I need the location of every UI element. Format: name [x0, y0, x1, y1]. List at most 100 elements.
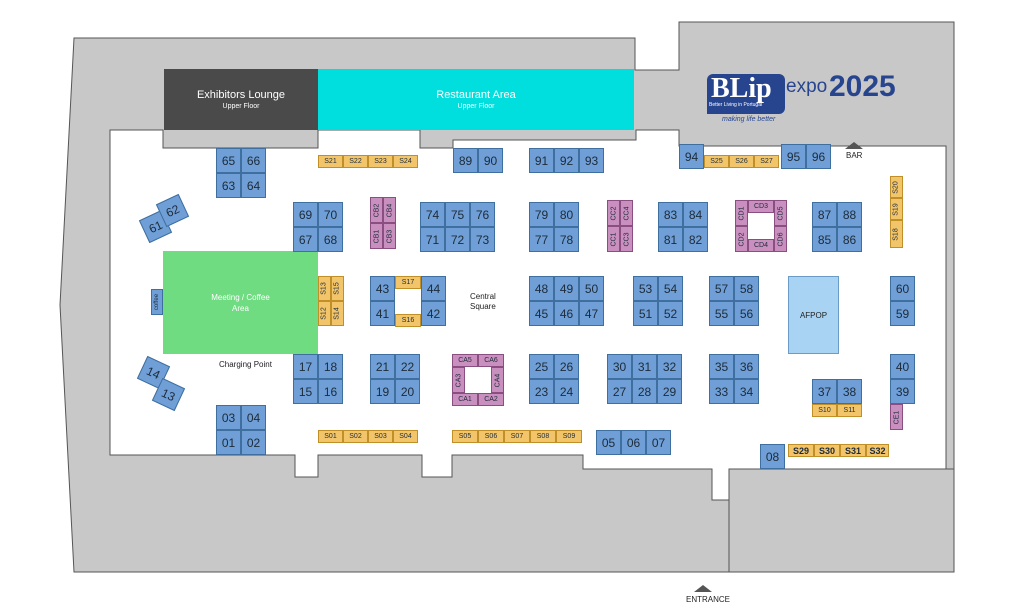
small-booth-s02[interactable]: S02 — [343, 430, 368, 443]
small-booth-s21[interactable]: S21 — [318, 155, 343, 168]
booth-08[interactable]: 08 — [760, 444, 785, 469]
club-booth-cd6[interactable]: CD6 — [774, 226, 787, 252]
booth-29[interactable]: 29 — [657, 379, 682, 404]
booth-64[interactable]: 64 — [241, 173, 266, 198]
club-booth-cc3[interactable]: CC3 — [620, 226, 633, 252]
booth-41[interactable]: 41 — [370, 301, 395, 326]
small-booth-s16[interactable]: S16 — [395, 314, 421, 327]
club-booth-ca2[interactable]: CA2 — [478, 393, 504, 406]
booth-95[interactable]: 95 — [781, 144, 806, 169]
booth-59[interactable]: 59 — [890, 301, 915, 326]
booth-53[interactable]: 53 — [633, 276, 658, 301]
booth-50[interactable]: 50 — [579, 276, 604, 301]
club-booth-cd3[interactable]: CD3 — [748, 200, 774, 213]
booth-30[interactable]: 30 — [607, 354, 632, 379]
club-booth-cb4[interactable]: CB4 — [383, 197, 396, 223]
booth-25[interactable]: 25 — [529, 354, 554, 379]
booth-74[interactable]: 74 — [420, 202, 445, 227]
coffee-booth[interactable]: coffee — [151, 289, 163, 315]
booth-85[interactable]: 85 — [812, 227, 837, 252]
booth-32[interactable]: 32 — [657, 354, 682, 379]
booth-90[interactable]: 90 — [478, 148, 503, 173]
booth-35[interactable]: 35 — [709, 354, 734, 379]
club-booth-cd5[interactable]: CD5 — [774, 200, 787, 226]
small-booth-s15[interactable]: S15 — [331, 276, 344, 301]
booth-01[interactable]: 01 — [216, 430, 241, 455]
small-booth-s30[interactable]: S30 — [814, 444, 840, 457]
small-booth-s22[interactable]: S22 — [343, 155, 368, 168]
booth-87[interactable]: 87 — [812, 202, 837, 227]
small-booth-s11[interactable]: S11 — [837, 404, 862, 417]
booth-52[interactable]: 52 — [658, 301, 683, 326]
booth-22[interactable]: 22 — [395, 354, 420, 379]
small-booth-s13[interactable]: S13 — [318, 276, 331, 301]
booth-81[interactable]: 81 — [658, 227, 683, 252]
booth-93[interactable]: 93 — [579, 148, 604, 173]
booth-17[interactable]: 17 — [293, 354, 318, 379]
club-booth-cb3[interactable]: CB3 — [383, 223, 396, 249]
booth-80[interactable]: 80 — [554, 202, 579, 227]
small-booth-s07[interactable]: S07 — [504, 430, 530, 443]
booth-89[interactable]: 89 — [453, 148, 478, 173]
booth-51[interactable]: 51 — [633, 301, 658, 326]
small-booth-s25[interactable]: S25 — [704, 155, 729, 168]
booth-92[interactable]: 92 — [554, 148, 579, 173]
booth-47[interactable]: 47 — [579, 301, 604, 326]
small-booth-s10[interactable]: S10 — [812, 404, 837, 417]
booth-48[interactable]: 48 — [529, 276, 554, 301]
booth-82[interactable]: 82 — [683, 227, 708, 252]
booth-28[interactable]: 28 — [632, 379, 657, 404]
booth-49[interactable]: 49 — [554, 276, 579, 301]
small-booth-s32[interactable]: S32 — [866, 444, 889, 457]
booth-36[interactable]: 36 — [734, 354, 759, 379]
small-booth-s08[interactable]: S08 — [530, 430, 556, 443]
small-booth-s12[interactable]: S12 — [318, 301, 331, 326]
club-booth-ca5[interactable]: CA5 — [452, 354, 478, 367]
club-booth-ce1[interactable]: CE1 — [890, 404, 903, 430]
booth-72[interactable]: 72 — [445, 227, 470, 252]
booth-63[interactable]: 63 — [216, 173, 241, 198]
small-booth-s24[interactable]: S24 — [393, 155, 418, 168]
booth-23[interactable]: 23 — [529, 379, 554, 404]
club-booth-cb2[interactable]: CB2 — [370, 197, 383, 223]
club-booth-cd2[interactable]: CD2 — [735, 226, 748, 252]
booth-75[interactable]: 75 — [445, 202, 470, 227]
booth-77[interactable]: 77 — [529, 227, 554, 252]
booth-02[interactable]: 02 — [241, 430, 266, 455]
booth-86[interactable]: 86 — [837, 227, 862, 252]
small-booth-s03[interactable]: S03 — [368, 430, 393, 443]
club-booth-cd1[interactable]: CD1 — [735, 200, 748, 226]
booth-58[interactable]: 58 — [734, 276, 759, 301]
booth-34[interactable]: 34 — [734, 379, 759, 404]
booth-04[interactable]: 04 — [241, 405, 266, 430]
booth-37[interactable]: 37 — [812, 379, 837, 404]
booth-15[interactable]: 15 — [293, 379, 318, 404]
booth-84[interactable]: 84 — [683, 202, 708, 227]
small-booth-s26[interactable]: S26 — [729, 155, 754, 168]
booth-38[interactable]: 38 — [837, 379, 862, 404]
booth-78[interactable]: 78 — [554, 227, 579, 252]
booth-56[interactable]: 56 — [734, 301, 759, 326]
booth-57[interactable]: 57 — [709, 276, 734, 301]
booth-03[interactable]: 03 — [216, 405, 241, 430]
booth-21[interactable]: 21 — [370, 354, 395, 379]
club-booth-cc2[interactable]: CC2 — [607, 200, 620, 226]
small-booth-s18[interactable]: S18 — [890, 220, 903, 248]
booth-33[interactable]: 33 — [709, 379, 734, 404]
booth-26[interactable]: 26 — [554, 354, 579, 379]
small-booth-s01[interactable]: S01 — [318, 430, 343, 443]
booth-27[interactable]: 27 — [607, 379, 632, 404]
booth-70[interactable]: 70 — [318, 202, 343, 227]
booth-42[interactable]: 42 — [421, 301, 446, 326]
small-booth-s04[interactable]: S04 — [393, 430, 418, 443]
booth-60[interactable]: 60 — [890, 276, 915, 301]
small-booth-s31[interactable]: S31 — [840, 444, 866, 457]
booth-07[interactable]: 07 — [646, 430, 671, 455]
small-booth-s09[interactable]: S09 — [556, 430, 582, 443]
booth-05[interactable]: 05 — [596, 430, 621, 455]
booth-31[interactable]: 31 — [632, 354, 657, 379]
club-booth-ca3[interactable]: CA3 — [452, 367, 465, 393]
small-booth-s06[interactable]: S06 — [478, 430, 504, 443]
small-booth-s05[interactable]: S05 — [452, 430, 478, 443]
small-booth-s19[interactable]: S19 — [890, 198, 903, 220]
